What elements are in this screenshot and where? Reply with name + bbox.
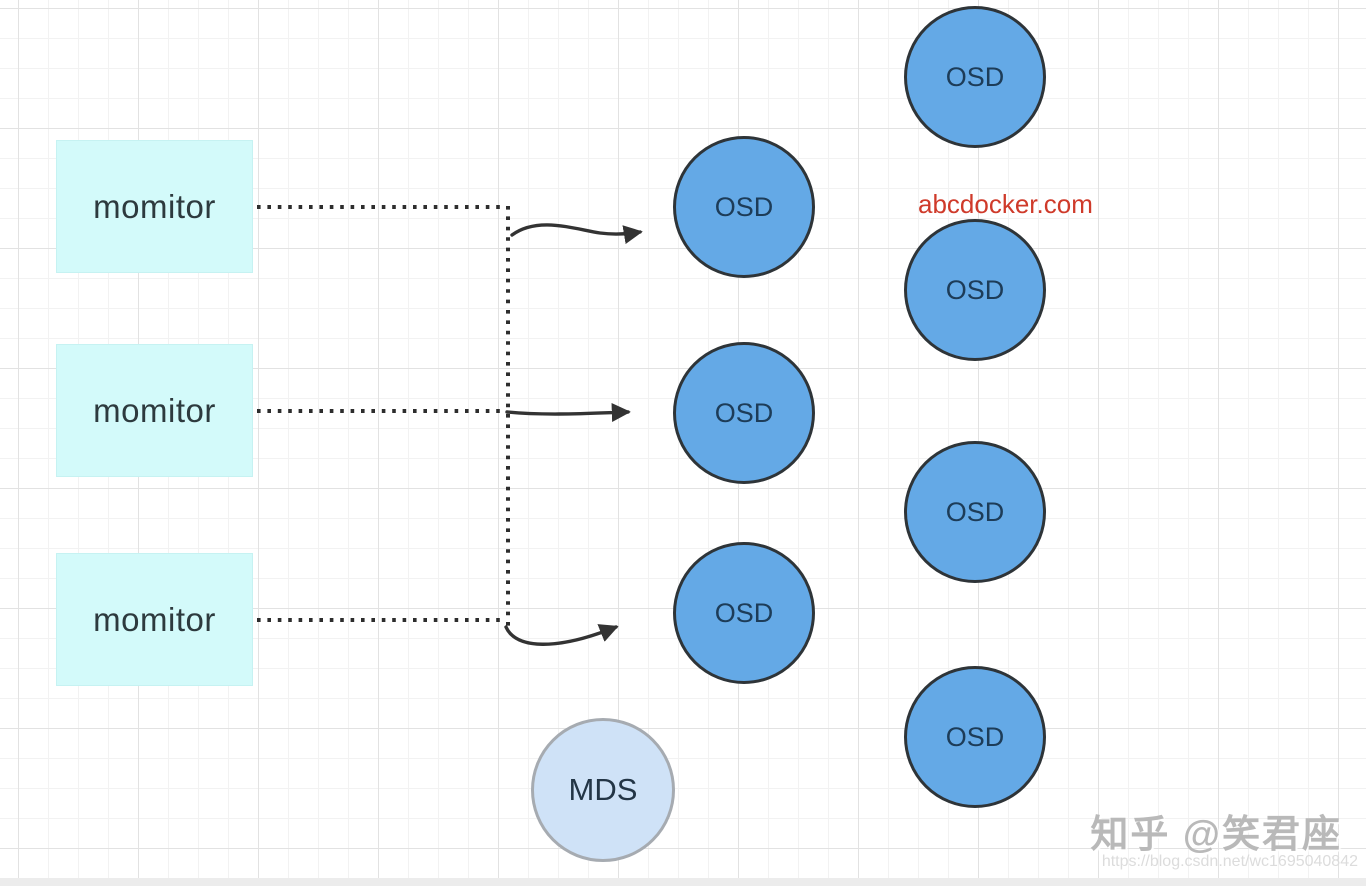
csdn-url-watermark: https://blog.csdn.net/wc1695040842 (1101, 853, 1358, 870)
osd-node-right-3: OSD (904, 441, 1046, 583)
mds-node-label: MDS (568, 772, 638, 807)
osd-node-right-2: OSD (904, 219, 1046, 361)
osd-node-right-4: OSD (904, 666, 1046, 808)
osd-node-middle-1: OSD (673, 136, 815, 278)
arrow-to-osd-middle-1 (510, 223, 643, 245)
arrow-to-osd-middle-3 (504, 624, 619, 646)
bottom-strip (0, 878, 1366, 886)
osd-node-middle-1-label: OSD (714, 191, 774, 222)
zhihu-watermark: 知乎 @笑君座 (1090, 814, 1342, 856)
osd-node-right-4-label: OSD (945, 721, 1005, 752)
osd-node-middle-2-label: OSD (714, 397, 774, 428)
mds-node: MDS (531, 718, 675, 862)
monitor-node-2-label: momitor (93, 391, 216, 429)
osd-node-middle-3-label: OSD (714, 597, 774, 628)
site-watermark: abcdocker.com (918, 189, 1093, 219)
monitor-node-3: momitor (56, 553, 253, 686)
osd-node-right-2-label: OSD (945, 274, 1005, 305)
osd-node-middle-3: OSD (673, 542, 815, 684)
osd-node-right-1-label: OSD (945, 61, 1005, 92)
osd-node-right-1: OSD (904, 6, 1046, 148)
osd-node-right-3-label: OSD (945, 496, 1005, 527)
monitor-node-2: momitor (56, 344, 253, 477)
arrow-to-osd-middle-2 (505, 402, 631, 423)
monitor-node-1-label: momitor (93, 187, 216, 225)
osd-node-middle-2: OSD (673, 342, 815, 484)
monitor-node-1: momitor (56, 140, 253, 273)
monitor-node-3-label: momitor (93, 600, 216, 638)
